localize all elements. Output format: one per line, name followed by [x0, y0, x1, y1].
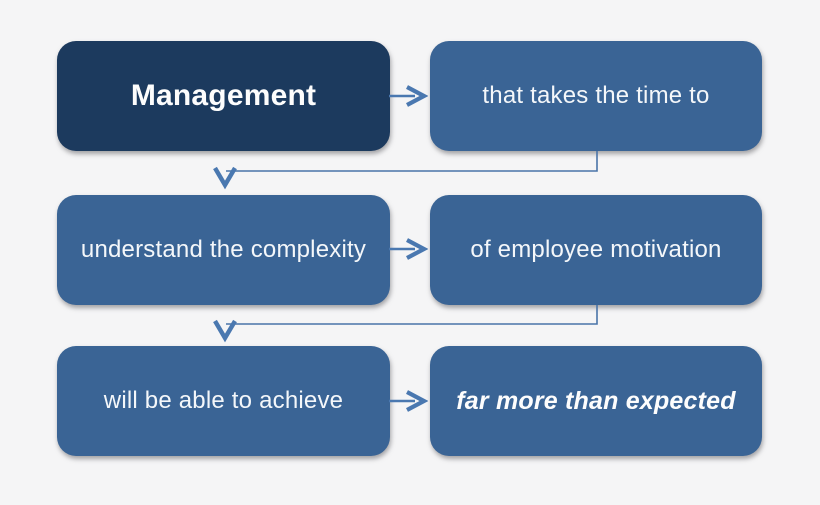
flow-box-management: Management [57, 41, 390, 151]
elbow-connector-row2-row3 [213, 305, 598, 343]
right-arrow-icon [389, 85, 428, 107]
right-arrow-icon [389, 390, 428, 412]
down-arrowhead-icon [213, 166, 237, 190]
flow-box-understand-complexity: understand the complexity [57, 195, 390, 305]
box-label: that takes the time to [482, 82, 710, 110]
flow-box-takes-time: that takes the time to [430, 41, 762, 151]
box-label: understand the complexity [80, 236, 367, 264]
flow-box-able-to-achieve: will be able to achieve [57, 346, 390, 456]
box-label: far more than expected [456, 386, 736, 415]
down-arrowhead-icon [213, 319, 237, 343]
box-label: of employee motivation [470, 236, 722, 264]
box-label: will be able to achieve [103, 387, 344, 415]
right-arrow-icon [389, 238, 428, 260]
flow-box-far-more-than-expected: far more than expected [430, 346, 762, 456]
flow-box-employee-motivation: of employee motivation [430, 195, 762, 305]
box-label: Management [130, 78, 317, 112]
elbow-connector-row1-row2 [213, 151, 598, 190]
